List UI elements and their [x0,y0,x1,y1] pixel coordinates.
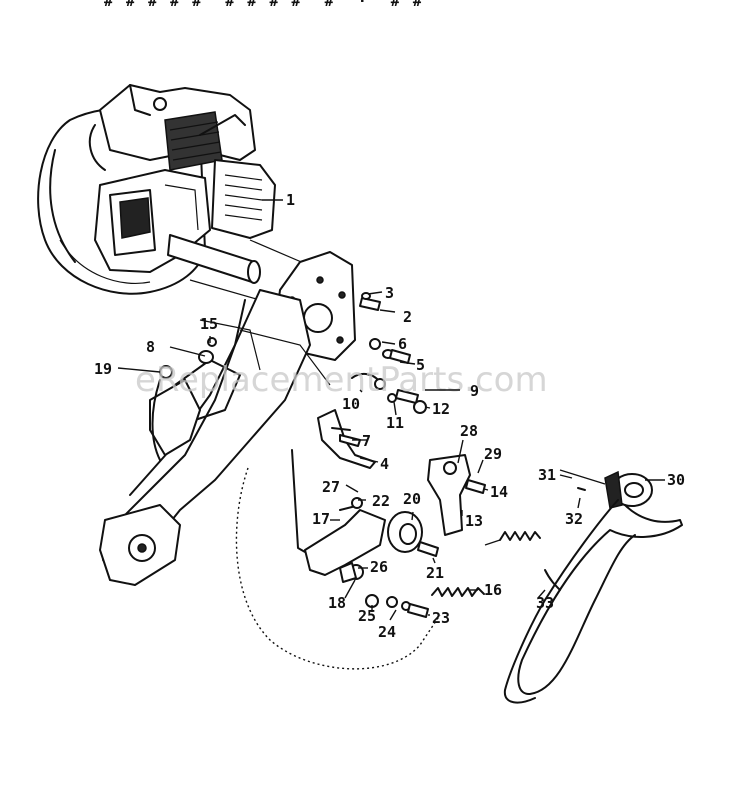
callout-13: 13 [465,512,483,530]
callout-17: 17 [312,510,330,528]
drive-belt [503,499,683,704]
engine-assembly [37,84,331,321]
callout-20: 20 [403,490,421,508]
callout-3: 3 [385,284,394,302]
callout-11: 11 [386,414,404,432]
tiller-frame [99,289,331,586]
callout-26: 26 [370,558,388,576]
callout-19: 19 [94,360,112,378]
callout-12: 12 [432,400,450,418]
callout-6: 6 [398,335,407,353]
callout-29: 29 [484,445,502,463]
callout-18: 18 [328,594,346,612]
leader-lines [117,199,665,621]
idler-bracket-assembly [159,292,541,670]
header-text: # # # # # # # # # # · # # [104,0,424,10]
callout-21: 21 [426,564,444,582]
callout-32: 32 [565,510,583,528]
callout-10: 10 [342,395,360,413]
callout-1: 1 [286,191,295,209]
callout-4: 4 [380,455,389,473]
callout-31: 31 [538,466,556,484]
drive-pulley [559,469,653,509]
watermark-text: eReplacementParts.com [135,360,548,400]
callout-7: 7 [362,432,371,450]
callout-5: 5 [416,356,425,374]
callout-22: 22 [372,492,390,510]
cylinder-fins [164,111,223,171]
callout-9: 9 [470,382,479,400]
callout-15: 15 [200,315,218,333]
callout-30: 30 [667,471,685,489]
callout-33: 33 [536,594,554,612]
callout-8: 8 [146,338,155,356]
callout-27: 27 [322,478,340,496]
callout-23: 23 [432,609,450,627]
callout-28: 28 [460,422,478,440]
callout-2: 2 [403,308,412,326]
callout-16: 16 [484,581,502,599]
callout-labels: 1 2 3 4 5 6 7 8 9 10 11 12 13 14 15 16 1… [94,191,685,641]
callout-24: 24 [378,623,396,641]
callout-25: 25 [358,607,376,625]
callout-14: 14 [490,483,508,501]
